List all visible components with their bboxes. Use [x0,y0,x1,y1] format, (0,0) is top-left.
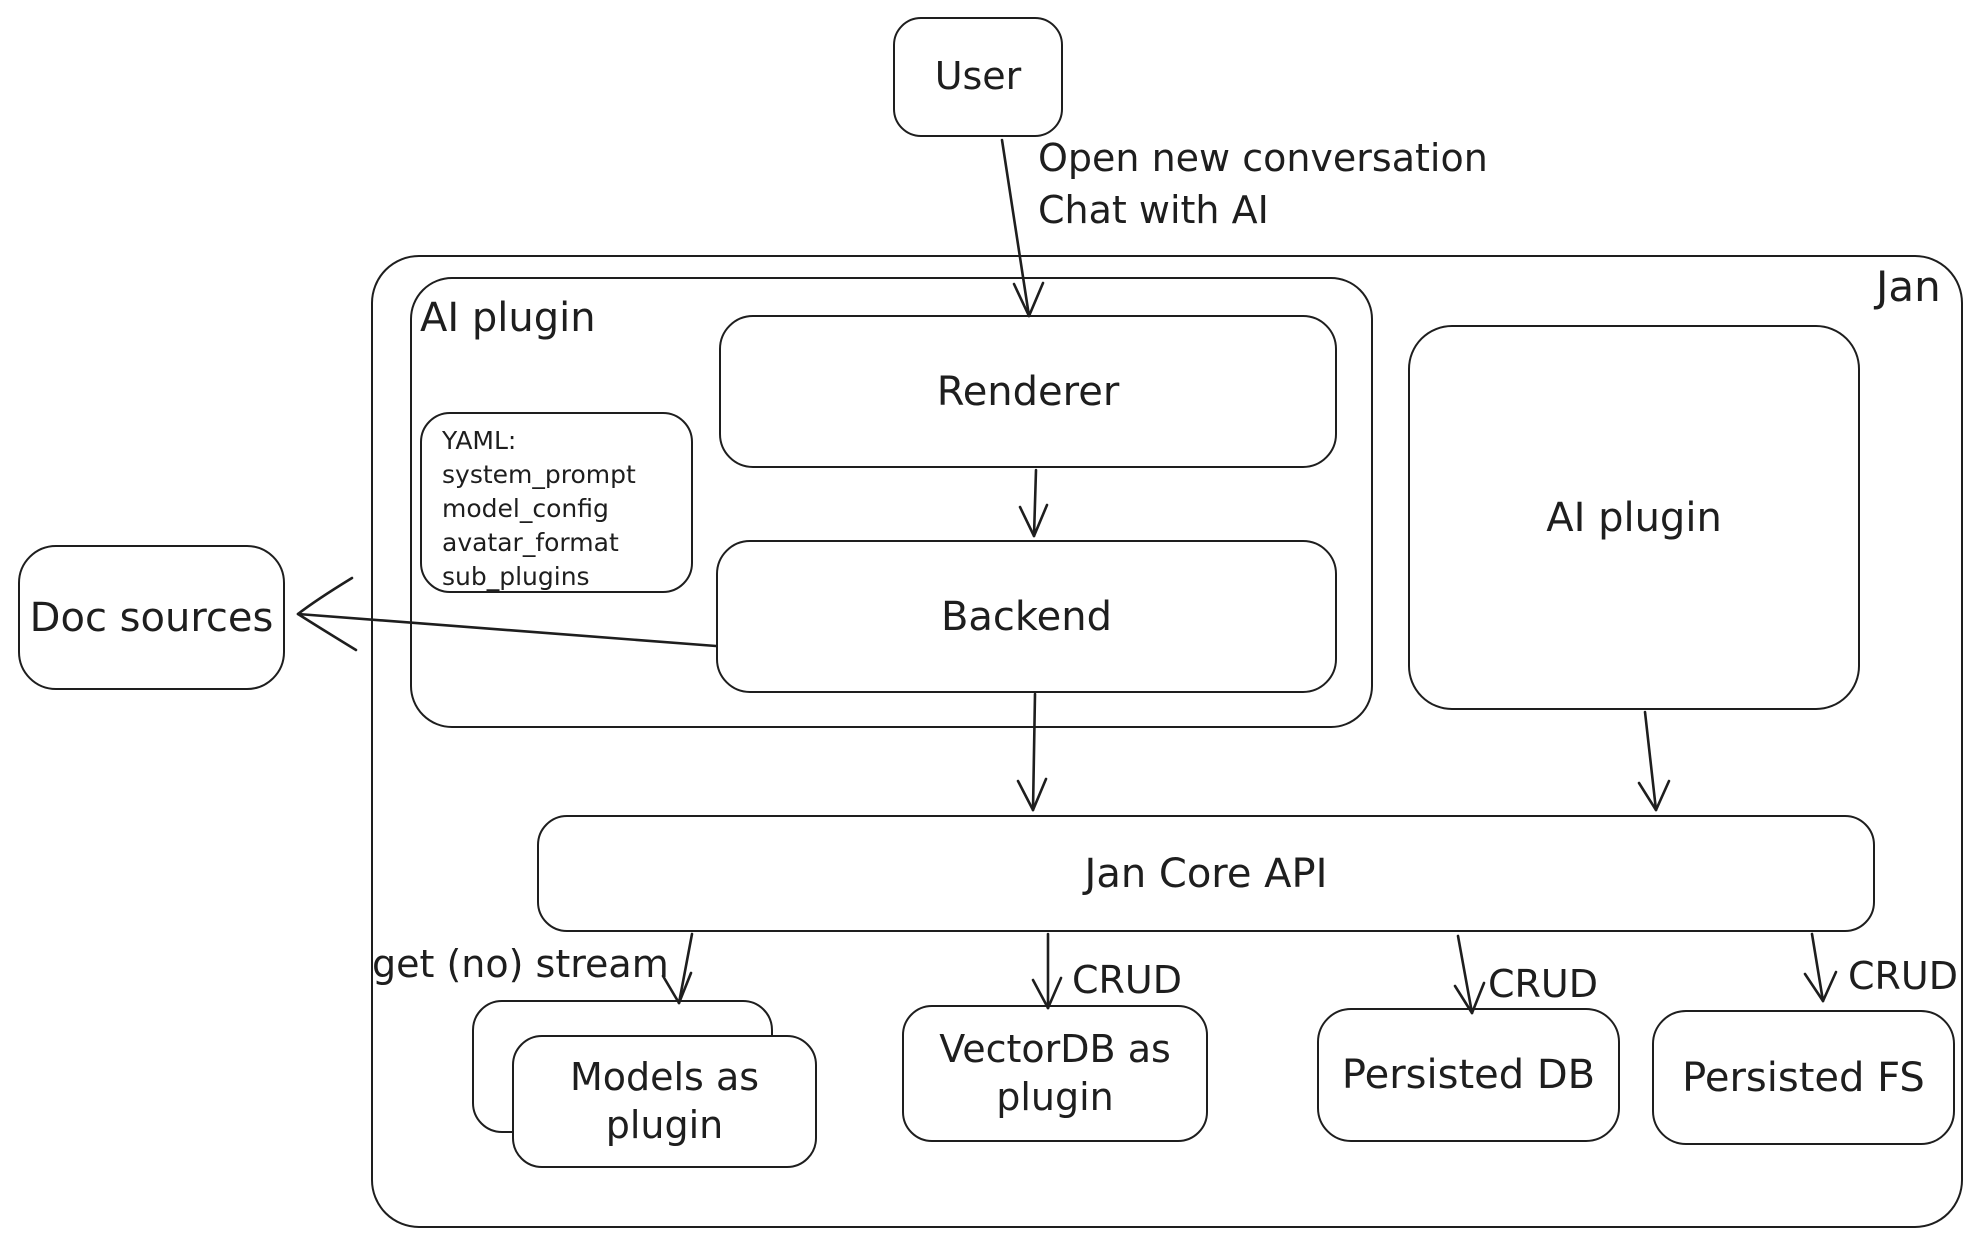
ai-plugin-container-label: AI plugin [420,295,596,341]
backend-node: Backend [716,540,1337,693]
models-plugin-node: Models as plugin [512,1035,817,1168]
models-plugin-node-label: Models as plugin [569,1055,760,1147]
doc-sources-node: Doc sources [18,545,285,690]
ai-plugin-right-node-label: AI plugin [1546,494,1722,541]
persisted-db-node: Persisted DB [1317,1008,1620,1142]
user-arrow-label-line1: Open new conversation [1038,136,1488,180]
backend-node-label: Backend [940,593,1113,640]
ai-plugin-right-node: AI plugin [1408,325,1860,710]
yaml-note-line: system_prompt [442,460,636,489]
user-node-label: User [934,54,1022,99]
yaml-note-line: avatar_format [442,528,619,557]
user-arrow-label: Open new conversation Chat with AI [1038,132,1488,236]
jan-core-api-node-label: Jan Core API [1084,850,1328,897]
jan-core-api-node: Jan Core API [537,815,1875,932]
get-no-stream-label: get (no) stream [372,942,669,986]
renderer-node: Renderer [719,315,1337,468]
user-node: User [893,17,1063,137]
crud-label-persisted-db: CRUD [1488,962,1599,1006]
doc-sources-node-label: Doc sources [29,594,274,641]
crud-label-vectordb: CRUD [1072,958,1183,1002]
user-arrow-label-line2: Chat with AI [1038,188,1269,232]
yaml-note-box: YAML: system_prompt model_config avatar_… [420,412,693,593]
crud-label-persisted-fs: CRUD [1848,954,1959,998]
yaml-note-title: YAML: [442,426,517,455]
ai-plugin-container-box [410,277,1373,728]
vectordb-plugin-node: VectorDB as plugin [902,1005,1208,1142]
jan-container-box [371,255,1963,1228]
vectordb-plugin-node-label: VectorDB as plugin [939,1027,1171,1119]
persisted-fs-node: Persisted FS [1652,1010,1955,1145]
persisted-db-node-label: Persisted DB [1341,1052,1596,1098]
persisted-fs-node-label: Persisted FS [1682,1054,1925,1101]
renderer-node-label: Renderer [936,368,1120,415]
jan-container-label: Jan [1876,262,1941,311]
yaml-note-line: model_config [442,494,609,523]
yaml-note-line: sub_plugins [442,562,590,591]
